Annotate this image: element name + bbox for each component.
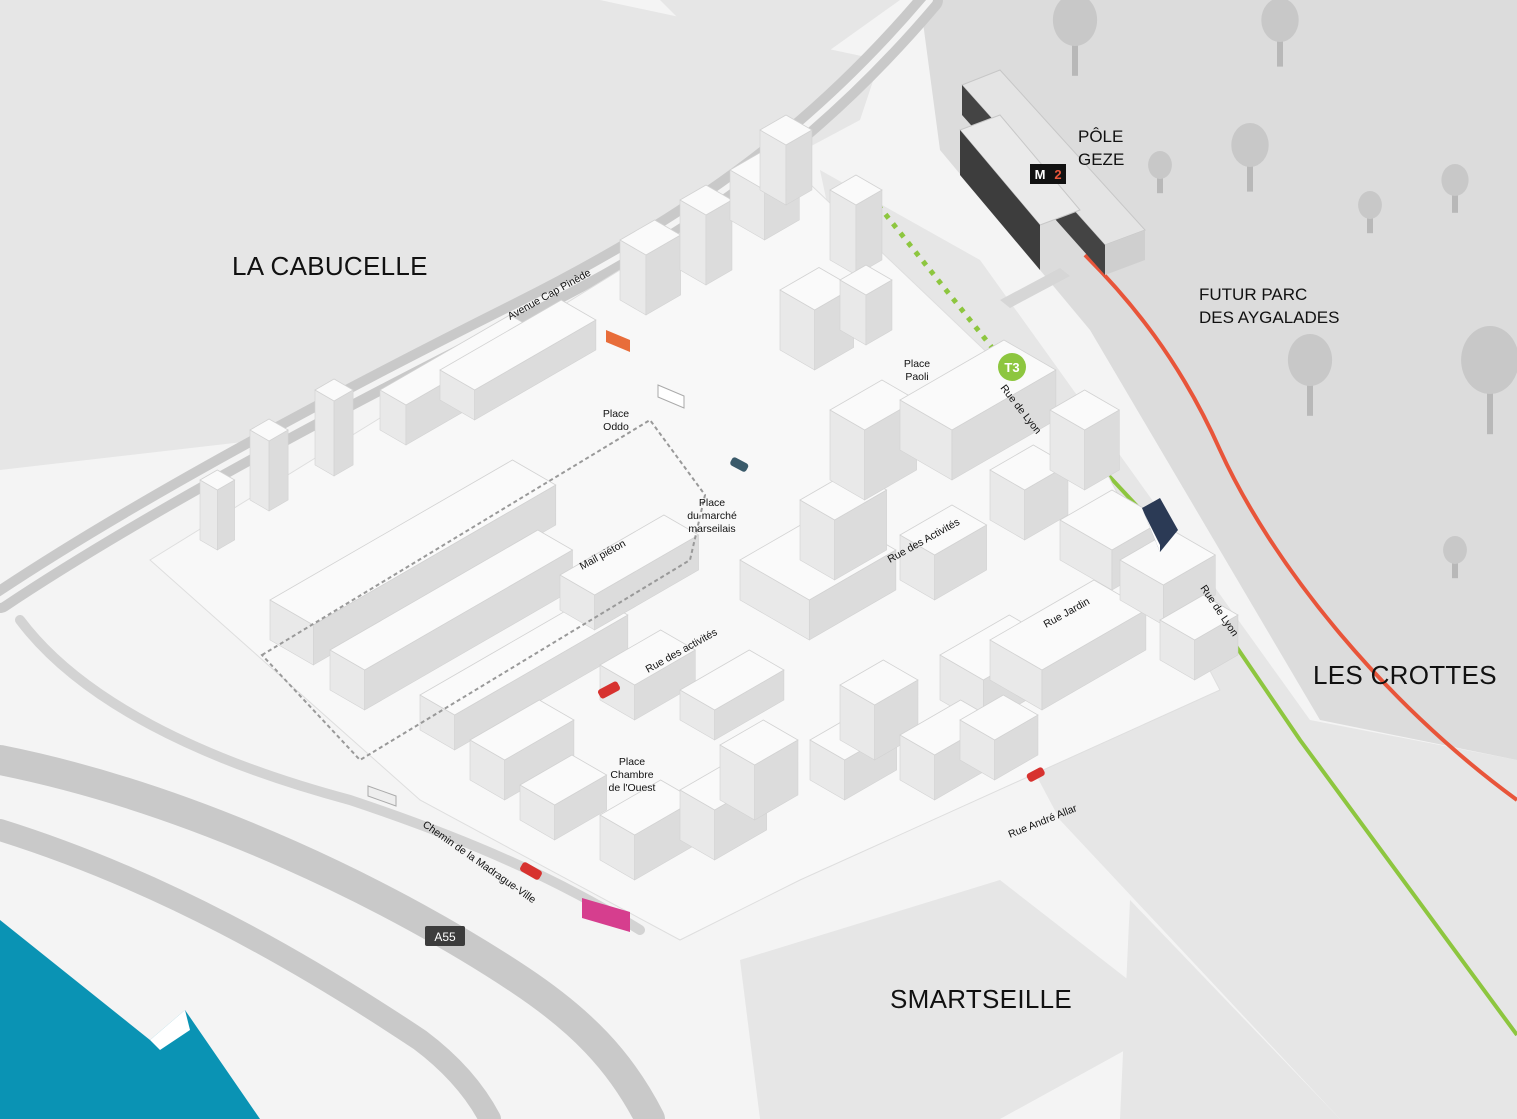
building-face	[759, 114, 813, 146]
tram-label: T3	[1004, 360, 1019, 375]
tree-icon	[1461, 326, 1517, 394]
district-les-crottes: LES CROTTES	[1313, 660, 1497, 690]
a55-badge[interactable]: A55	[425, 926, 465, 946]
tree-trunk	[1452, 192, 1458, 213]
building-face	[469, 699, 575, 761]
building-face	[959, 694, 1039, 741]
building-face	[899, 504, 988, 556]
tree-trunk	[1307, 382, 1313, 416]
pole-line2: GEZE	[1078, 150, 1124, 169]
tree-icon	[1287, 334, 1333, 386]
tree-icon	[1231, 123, 1269, 167]
tree-trunk	[1072, 42, 1078, 76]
tree-icon	[1052, 0, 1098, 46]
tree-icon	[1148, 151, 1172, 179]
tram-vehicle-icon	[1142, 498, 1178, 552]
tree-icon	[1441, 164, 1469, 196]
building-face	[268, 429, 289, 512]
place-oddo[interactable]: Place Oddo	[603, 408, 629, 433]
tree-trunk	[1452, 560, 1458, 579]
building-face	[314, 389, 335, 477]
building-face	[519, 754, 608, 806]
metro-letter: M	[1035, 167, 1046, 182]
metro-m2-logo: M 2	[1030, 164, 1066, 184]
buildings	[199, 114, 1239, 881]
building-face	[839, 264, 893, 296]
pole-line1: PÔLE	[1078, 127, 1123, 146]
building-face	[439, 299, 597, 391]
vehicles	[367, 330, 1045, 932]
building-face	[249, 429, 270, 512]
building-face	[599, 629, 697, 686]
place-paoli[interactable]: Place Paoli	[904, 358, 930, 383]
building-face	[839, 659, 919, 706]
building-face	[1049, 389, 1121, 431]
building-face	[1159, 594, 1239, 641]
place-chambre-line1: Place	[619, 756, 645, 768]
futur-parc-line1: FUTUR PARC	[1199, 285, 1307, 304]
building-face	[329, 529, 574, 671]
district-la-cabucelle: LA CABUCELLE	[232, 251, 428, 281]
place-oddo-line1: Place	[603, 408, 629, 420]
place-marche-line2: du marché	[687, 510, 737, 522]
place-marche-line1: Place	[699, 497, 725, 509]
tree-icon	[1443, 536, 1467, 564]
building-face	[199, 479, 218, 551]
tree-icon	[1261, 0, 1299, 42]
place-oddo-line2: Oddo	[603, 421, 629, 433]
building-face	[333, 389, 354, 477]
pedestrian-path	[260, 418, 707, 762]
building-face	[419, 594, 629, 716]
building-face	[679, 649, 785, 711]
motorway-label: A55	[434, 930, 456, 944]
metro-number: 2	[1054, 167, 1061, 182]
building-face	[314, 378, 354, 402]
building-face	[217, 479, 235, 551]
place-paoli-line1: Place	[904, 358, 930, 370]
district-smartseille: SMARTSEILLE	[890, 984, 1072, 1014]
water-basin	[0, 920, 260, 1119]
place-marche[interactable]: Place du marché marseilais	[687, 497, 737, 535]
building-face	[719, 719, 799, 766]
place-chambre[interactable]: Place Chambre de l'Ouest	[609, 756, 656, 794]
water-basin-edge	[150, 1010, 190, 1050]
tree-trunk	[1277, 38, 1283, 67]
building-face	[559, 514, 700, 596]
futur-parc-line2: DES AYGALADES	[1199, 308, 1339, 327]
metro-line-m2	[1083, 253, 1517, 802]
tram-t3-badge[interactable]: T3	[998, 353, 1026, 381]
building-face	[199, 469, 236, 491]
place-chambre-line3: de l'Ouest	[609, 782, 656, 794]
tree-icon	[1358, 191, 1382, 219]
building-face	[829, 174, 883, 206]
place-chambre-line2: Chambre	[610, 769, 653, 781]
tree-trunk	[1367, 215, 1373, 234]
place-paoli-line2: Paoli	[905, 371, 928, 383]
building-face	[269, 459, 557, 626]
tree-trunk	[1247, 163, 1253, 192]
park-trees	[1052, 0, 1517, 579]
place-marche-line3: marseilais	[688, 523, 735, 535]
building-face	[249, 418, 289, 442]
building-face	[1119, 529, 1217, 586]
tree-trunk	[1487, 390, 1493, 435]
tree-trunk	[1157, 175, 1163, 194]
